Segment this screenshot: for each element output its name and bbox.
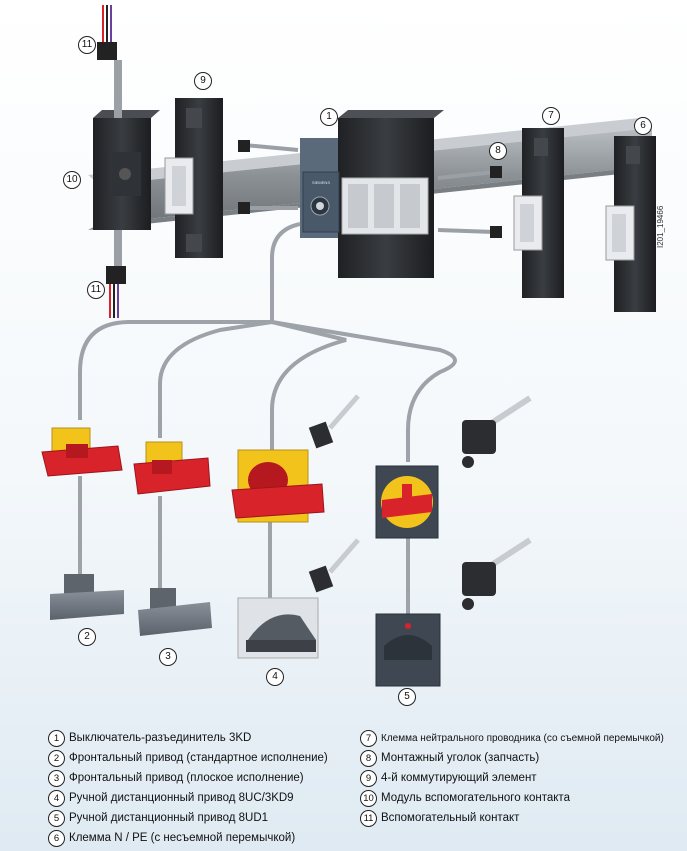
figure-code: I201_19466 <box>656 205 665 248</box>
auxiliary-contact-bottom <box>106 230 126 318</box>
legend-number: 4 <box>48 789 65 807</box>
legend-item: 7 Клемма нейтрального проводника (со съем… <box>360 728 680 748</box>
n-pe-terminal-fixed-link <box>605 136 656 312</box>
legend-number: 5 <box>48 809 65 827</box>
callout-11-top: 11 <box>78 36 96 54</box>
mounting-bracket-left <box>238 140 299 214</box>
callout-1: 1 <box>320 108 338 126</box>
legend-text: Модуль вспомогательного контакта <box>381 792 570 804</box>
remote-handle-8ud1 <box>375 465 441 687</box>
legend-number: 9 <box>360 769 377 787</box>
remote-handle-8uc <box>231 449 325 659</box>
legend-item: 1 Выключатель-разъединитель 3KD <box>48 728 368 748</box>
remote-knob-lower <box>462 537 532 610</box>
legend-number: 2 <box>48 749 65 767</box>
callout-11-bottom: 11 <box>87 281 105 299</box>
legend-number: 11 <box>360 809 377 827</box>
switch-disconnector-3kd: SIEMENS <box>300 110 444 278</box>
legend-text: Выключатель-разъединитель 3KD <box>69 732 252 744</box>
fourth-switching-element <box>164 98 223 258</box>
callout-10: 10 <box>63 171 81 189</box>
callout-2: 2 <box>78 628 96 646</box>
legend-item: 2 Фронтальный привод (стандартное исполне… <box>48 748 368 768</box>
legend-text: Фронтальный привод (стандартное исполнен… <box>69 752 328 764</box>
legend-right: 7 Клемма нейтрального проводника (со съем… <box>360 728 680 828</box>
device-brand-label: SIEMENS <box>312 180 330 185</box>
remote-shaft-upper <box>308 394 360 449</box>
remote-knob-upper <box>462 395 532 468</box>
legend-number: 8 <box>360 749 377 767</box>
mounting-bracket-right <box>437 166 502 238</box>
legend-text: Клемма N / PE (с несъемной перемычкой) <box>69 832 296 844</box>
callout-3: 3 <box>159 648 177 666</box>
legend-item: 10 Модуль вспомогательного контакта <box>360 788 680 808</box>
neutral-terminal-removable-link <box>513 128 564 298</box>
legend-item: 6 Клемма N / PE (с несъемной перемычкой) <box>48 828 368 848</box>
callout-6: 6 <box>634 117 652 135</box>
legend-text: Вспомогательный контакт <box>381 812 520 824</box>
auxiliary-contact-top <box>97 5 122 118</box>
callout-7: 7 <box>542 107 560 125</box>
legend-item: 3 Фронтальный привод (плоское исполнение) <box>48 768 368 788</box>
callout-9: 9 <box>194 72 212 90</box>
remote-shaft-lower <box>308 538 360 593</box>
legend-text: Фронтальный привод (плоское исполнение) <box>69 772 304 784</box>
legend-item: 11 Вспомогательный контакт <box>360 808 680 828</box>
legend-number: 3 <box>48 769 65 787</box>
legend-number: 7 <box>360 729 377 747</box>
legend-text: Клемма нейтрального проводника (со съемн… <box>381 732 664 744</box>
legend-item: 5 Ручной дистанционный привод 8UD1 <box>48 808 368 828</box>
legend-number: 6 <box>48 829 65 847</box>
front-handle-flat-base <box>138 588 212 636</box>
legend-text: 4-й коммутирующий элемент <box>381 772 537 784</box>
callout-4: 4 <box>266 668 284 686</box>
front-handle-standard <box>41 427 123 477</box>
front-handle-standard-base <box>50 574 124 620</box>
legend-number: 10 <box>360 789 377 807</box>
legend-item: 8 Монтажный уголок (запчасть) <box>360 748 680 768</box>
product-assembly-diagram: SIEMENS <box>41 5 656 687</box>
front-handle-flat <box>133 441 211 495</box>
legend-item: 4 Ручной дистанционный привод 8UC/3KD9 <box>48 788 368 808</box>
auxiliary-contact-module <box>93 110 160 230</box>
legend-text: Ручной дистанционный привод 8UC/3KD9 <box>69 792 294 804</box>
legend-number: 1 <box>48 729 65 747</box>
legend-text: Монтажный уголок (запчасть) <box>381 752 540 764</box>
callout-8: 8 <box>489 142 507 160</box>
legend-item: 9 4-й коммутирующий элемент <box>360 768 680 788</box>
shaft-connection-lines <box>78 222 457 616</box>
legend-text: Ручной дистанционный привод 8UD1 <box>69 812 269 824</box>
callout-5: 5 <box>398 688 416 706</box>
